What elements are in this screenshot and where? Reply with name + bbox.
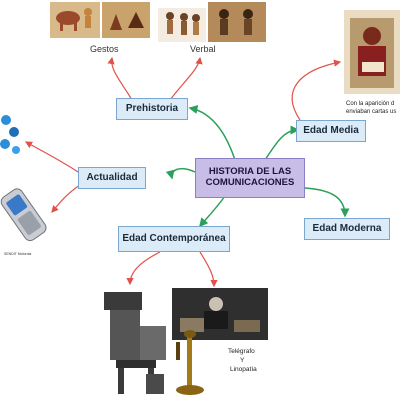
node-prehistoria[interactable]: Prehistoria — [116, 98, 188, 120]
link-actualidad-phone — [51, 184, 81, 213]
node-edad-media[interactable]: Edad Media — [296, 120, 366, 142]
link-edadmedia-scribe — [291, 59, 342, 121]
link-center-actualidad — [165, 167, 196, 180]
link-center-edad-moderna — [304, 187, 350, 218]
node-actualidad[interactable]: Actualidad — [78, 167, 146, 189]
cell-phone-image — [0, 188, 47, 242]
telegrafo-y-label: Y — [240, 357, 245, 364]
edad-media-note-line-2: enviaban cartas us — [346, 109, 397, 115]
candlestick-phone-image — [176, 330, 204, 395]
edad-media-note-line-1: Con la aparición d — [346, 101, 395, 107]
gestos-label: Gestos — [90, 44, 119, 54]
cave-painting-image — [50, 2, 100, 38]
link-actualidad-chat — [24, 141, 79, 173]
phone-caption: SENDIT Motorola — [4, 252, 32, 256]
verbal-label: Verbal — [190, 44, 216, 54]
linopatia-label: Linopatía — [230, 366, 257, 373]
node-edad-moderna[interactable]: Edad Moderna — [304, 218, 390, 240]
node-edad-contemporanea[interactable]: Edad Contemporánea — [118, 226, 230, 252]
cave-people-image — [208, 2, 266, 42]
link-contemporanea-linotype — [126, 251, 161, 286]
link-contemporanea-telegraph — [199, 251, 218, 288]
link-center-contemporanea — [199, 195, 226, 228]
medieval-scribe-image — [344, 10, 400, 94]
linotype-machine-image — [96, 288, 176, 398]
telegrafo-label: Telégrafo — [228, 348, 255, 355]
link-center-prehistoria — [188, 105, 236, 161]
center-node[interactable]: HISTORIA DE LAS COMUNICACIONES — [195, 158, 305, 198]
cave-painting-image-2 — [102, 2, 150, 38]
link-prehistoria-verbal — [169, 56, 203, 101]
people-talking-image — [158, 8, 206, 42]
chat-bubbles-icon — [0, 115, 20, 154]
link-center-edad-media — [264, 125, 300, 161]
link-prehistoria-gestos — [107, 56, 133, 101]
